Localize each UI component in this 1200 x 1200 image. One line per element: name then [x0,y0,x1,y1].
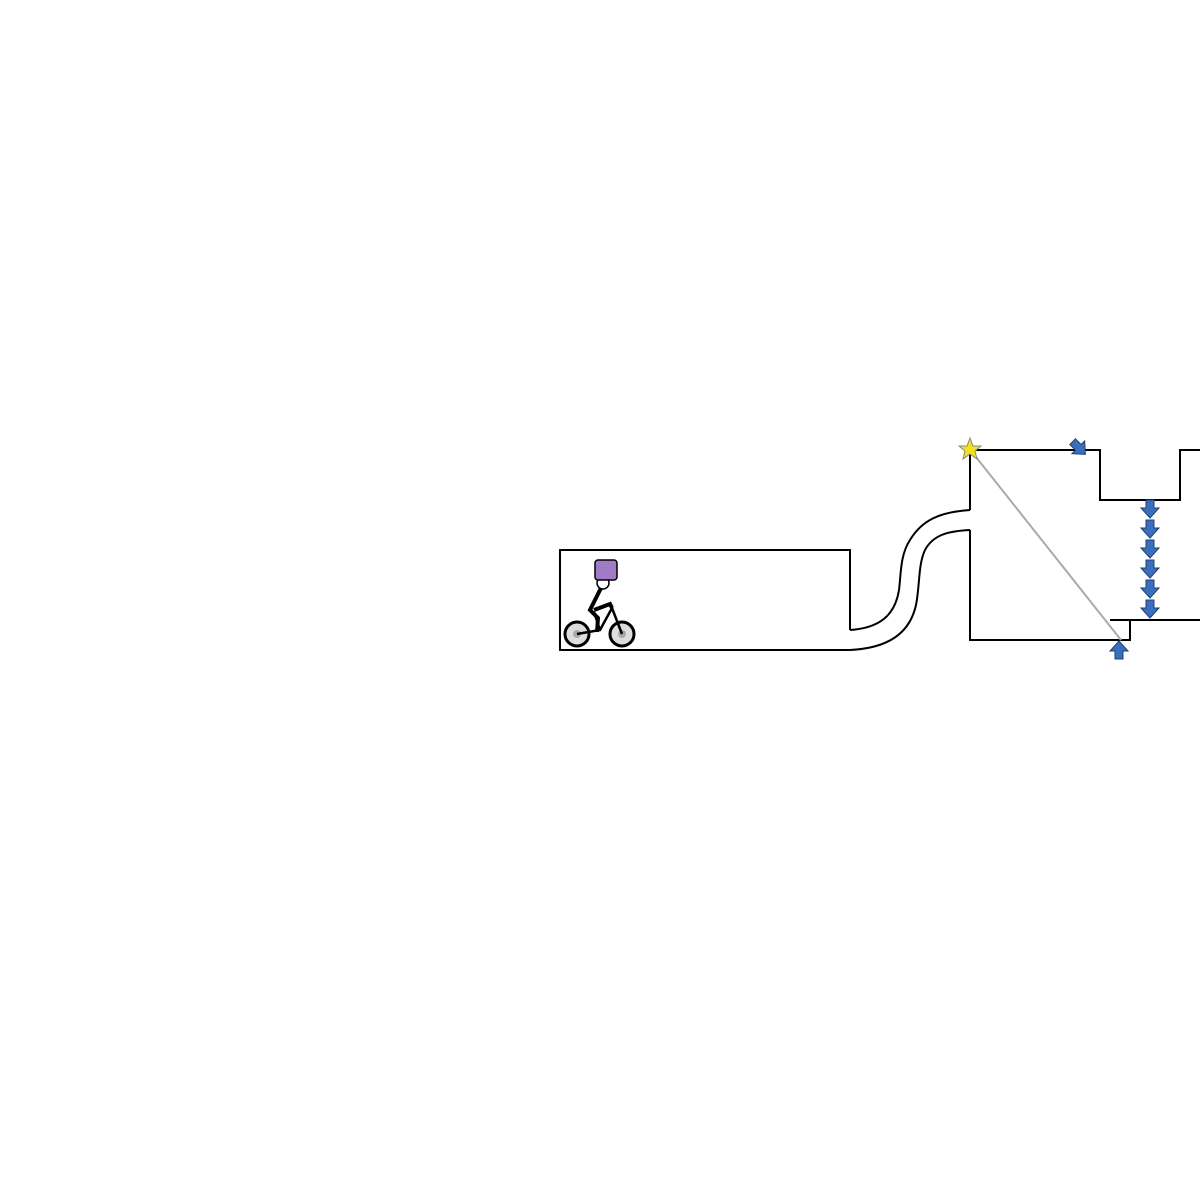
tube-lower [849,529,971,651]
lower-ledge [969,530,1200,641]
star-icon [957,436,983,461]
bike-rider-icon [563,559,636,648]
boost-arrow-icon [1065,434,1093,462]
boost-arrow-icon [1140,579,1160,599]
upper-ledge [969,449,1200,510]
boost-arrow-icon [1140,539,1160,559]
boost-arrow-icon [1140,559,1160,579]
boost-arrow-icon [1140,599,1160,619]
scenery-line [971,451,1122,641]
boost-arrow-icon [1109,640,1129,660]
boost-arrow-icon [1140,519,1160,539]
boost-arrow-icon [1140,499,1160,519]
start-box [559,549,851,651]
tube-upper [849,509,971,631]
